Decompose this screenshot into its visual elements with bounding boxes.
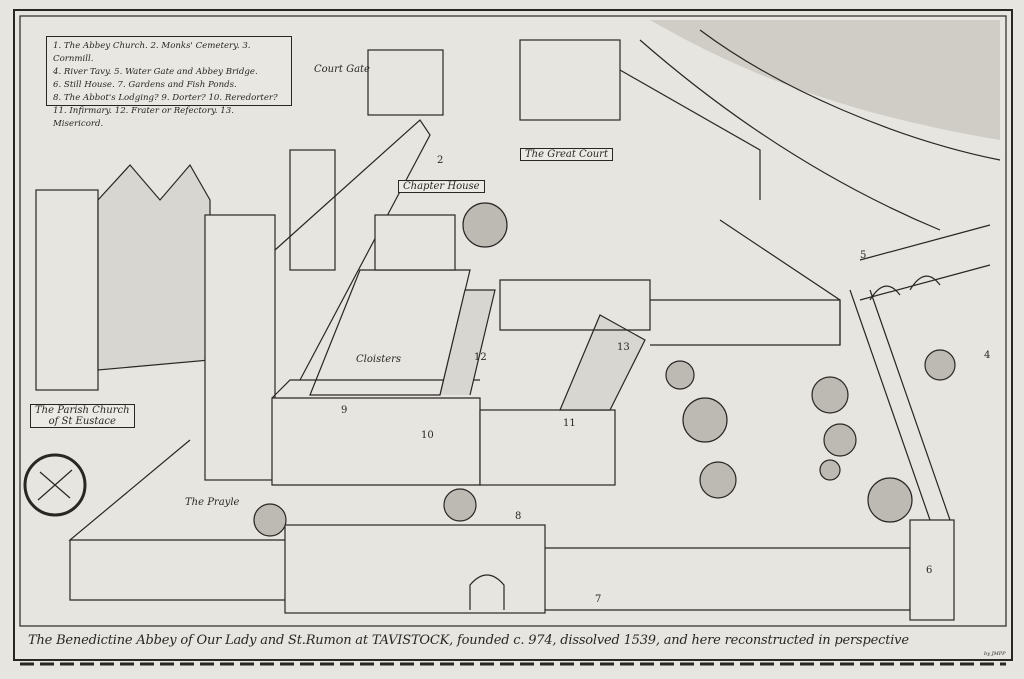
legend-line: 6. Still House. 7. Gardens and Fish Pond…: [53, 80, 237, 90]
abbey-church-nave: [274, 119, 431, 381]
number-8: 8: [515, 511, 522, 522]
precinct-wall-east: [849, 289, 951, 521]
chapter-house: [374, 214, 456, 271]
abbots-lodging: [284, 524, 546, 614]
abbey-church-west-front: [204, 214, 276, 481]
label-parish-church-line1: The Parish Church: [35, 405, 130, 416]
number-13: 13: [617, 342, 630, 353]
label-parish-church-line2: of St Eustace: [48, 416, 116, 427]
hillside: [650, 20, 1000, 140]
label-parish-church: The Parish Church of St Eustace: [30, 404, 135, 428]
legend-scroll: 1. The Abbey Church. 2. Monks' Cemetery.…: [46, 36, 292, 129]
misericord: [559, 314, 646, 411]
infirmary: [479, 409, 616, 486]
number-7: 7: [595, 594, 602, 605]
dorter-roof: [271, 379, 480, 399]
label-cloisters: Cloisters: [356, 354, 402, 365]
label-prayle: The Prayle: [185, 497, 240, 508]
number-9: 9: [341, 405, 348, 416]
gate-arch: [469, 574, 505, 610]
court-gate: [367, 49, 444, 116]
legend-line: 8. The Abbot's Lodging? 9. Dorter? 10. R…: [53, 93, 278, 103]
river-bank: [639, 29, 1001, 231]
north-gatehouse: [519, 39, 621, 121]
label-chapter-house: Chapter House: [398, 180, 485, 193]
parish-church-roofs: [97, 163, 211, 371]
service-buildings: [650, 299, 841, 346]
abbots-hall: [499, 279, 651, 331]
parish-church-tower: [35, 189, 99, 391]
label-great-court: The Great Court: [520, 148, 613, 161]
number-4: 4: [984, 350, 991, 361]
number-11: 11: [563, 418, 576, 429]
inner-border: [19, 15, 1007, 627]
outer-border: [13, 9, 1013, 661]
abbey-bridge: [859, 224, 991, 301]
still-house-tower: [909, 519, 955, 621]
artist-signature: by JMPP: [984, 651, 1006, 657]
trees: [253, 202, 956, 537]
cloister-garth: [309, 269, 471, 396]
number-2: 2: [437, 155, 444, 166]
precinct-wall-west: [68, 439, 285, 601]
caption: The Benedictine Abbey of Our Lady and St…: [28, 633, 909, 648]
legend-line: 11. Infirmary. 12. Frater or Refectory. …: [53, 106, 234, 129]
legend-line: 1. The Abbey Church. 2. Monks' Cemetery.…: [53, 41, 251, 64]
compass-rose-icon: [23, 453, 87, 517]
label-court-gate: Court Gate: [314, 64, 370, 75]
legend-line: 4. River Tavy. 5. Water Gate and Abbey B…: [53, 67, 258, 77]
number-6: 6: [926, 565, 933, 576]
number-12: 12: [474, 352, 487, 363]
frater: [439, 289, 496, 396]
abbey-church-tower: [289, 149, 336, 271]
compass-needle-icon: [37, 469, 73, 501]
dorter-range: [271, 397, 481, 486]
number-5: 5: [860, 250, 867, 261]
number-10: 10: [421, 430, 434, 441]
